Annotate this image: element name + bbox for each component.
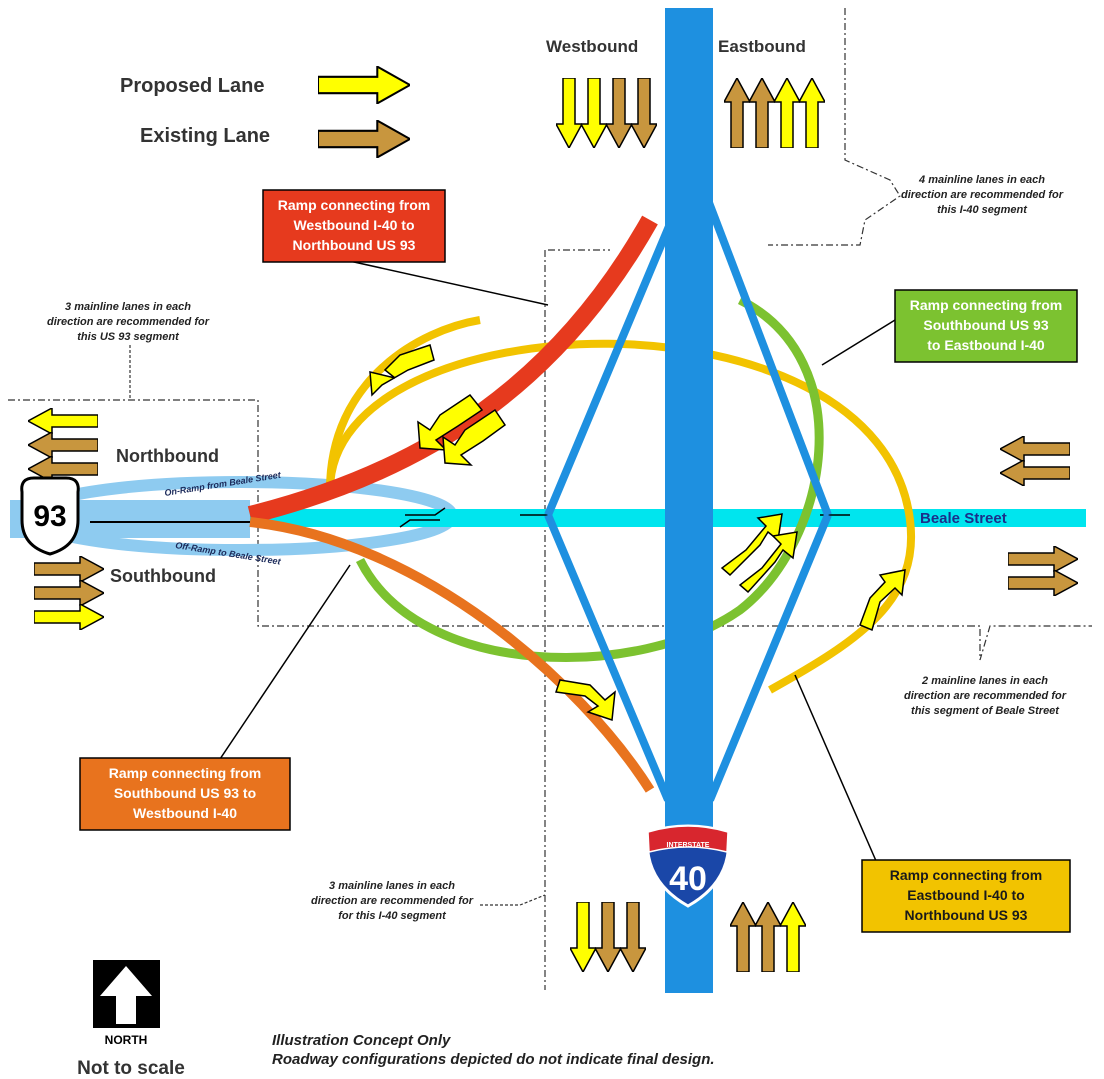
us93-shield: 93	[20, 476, 80, 556]
red-callout-line2: Westbound I-40 to	[293, 217, 414, 233]
i40-south-eastbound-arrows	[730, 902, 806, 972]
existing-lane-arrow	[318, 120, 410, 158]
beale-note-3: this segment of Beale Street	[911, 705, 1060, 717]
red-callout-line3: Northbound US 93	[293, 237, 416, 253]
i40-shield-banner: INTERSTATE	[667, 842, 710, 849]
orange-callout-line3: Westbound I-40	[133, 805, 237, 821]
westbound-lane-arrows	[556, 78, 657, 148]
green-callout-line2: Southbound US 93	[923, 317, 1048, 333]
green-callout-line1: Ramp connecting from	[910, 297, 1062, 313]
beale-note-1: 2 mainline lanes in each	[921, 675, 1048, 687]
red-ramp-callout	[262, 189, 446, 263]
beale-eastbound-arrows	[1008, 546, 1078, 596]
callout-leaders	[215, 259, 896, 871]
southbound-label: Southbound	[110, 566, 216, 586]
green-ramp	[355, 295, 824, 662]
i40-shield: INTERSTATE 40	[645, 824, 731, 908]
diamond-ramps	[544, 198, 832, 802]
proposed-lane-label: Proposed Lane	[120, 75, 264, 97]
us93-shield-number: 93	[33, 500, 66, 533]
i40-south-note-1: 3 mainline lanes in each	[329, 880, 455, 892]
us93-northbound-arrows	[28, 408, 98, 482]
i40-north-note-2: direction are recommended for	[901, 189, 1064, 201]
existing-lane-label: Existing Lane	[140, 125, 270, 147]
yellow-callout-line2: Eastbound I-40 to	[907, 887, 1024, 903]
north-label: NORTH	[105, 1033, 148, 1047]
green-ramp-callout	[894, 289, 1078, 363]
red-callout-line1: Ramp connecting from	[278, 197, 430, 213]
us93-southbound-arrows	[34, 556, 104, 630]
i40-south-note-2: direction are recommended for	[311, 895, 474, 907]
ramp-direction-arrows	[369, 344, 906, 722]
proposed-lane-arrow	[318, 66, 410, 104]
beale-westbound-arrows	[1000, 436, 1070, 486]
disclaimer-line2: Roadway configurations depicted do not i…	[272, 1051, 715, 1068]
orange-ramp-callout	[79, 757, 291, 831]
i40-north-note-3: this I-40 segment	[937, 204, 1028, 216]
boundary-lines	[8, 8, 1092, 990]
i40-shield-number: 40	[669, 860, 707, 898]
north-arrow-icon	[93, 960, 160, 1028]
orange-callout-line2: Southbound US 93 to	[114, 785, 256, 801]
northbound-label: Northbound	[116, 446, 219, 466]
yellow-callout-line1: Ramp connecting from	[890, 867, 1042, 883]
red-ramp	[247, 215, 658, 524]
westbound-label: Westbound	[546, 37, 638, 56]
us93-note-3: this US 93 segment	[77, 331, 180, 343]
i40-south-note-3: for this I-40 segment	[338, 910, 447, 922]
eastbound-lane-arrows	[724, 78, 825, 148]
disclaimer-line1: Illustration Concept Only	[272, 1032, 451, 1049]
not-to-scale-label: Not to scale	[77, 1058, 185, 1079]
green-callout-line3: to Eastbound I-40	[927, 337, 1045, 353]
beale-note-2: direction are recommended for	[904, 690, 1067, 702]
yellow-ramp-callout	[861, 859, 1071, 933]
i40-north-note-1: 4 mainline lanes in each	[918, 174, 1045, 186]
yellow-callout-line3: Northbound US 93	[905, 907, 1028, 923]
i40-south-westbound-arrows	[570, 902, 646, 972]
beale-street-label: Beale Street	[920, 510, 1007, 527]
us93-note-2: direction are recommended for	[47, 316, 210, 328]
eastbound-label: Eastbound	[718, 37, 806, 56]
orange-ramp	[249, 517, 655, 793]
i40-south-note-leader	[480, 894, 546, 906]
us93-note-1: 3 mainline lanes in each	[65, 301, 191, 313]
orange-callout-line1: Ramp connecting from	[109, 765, 261, 781]
